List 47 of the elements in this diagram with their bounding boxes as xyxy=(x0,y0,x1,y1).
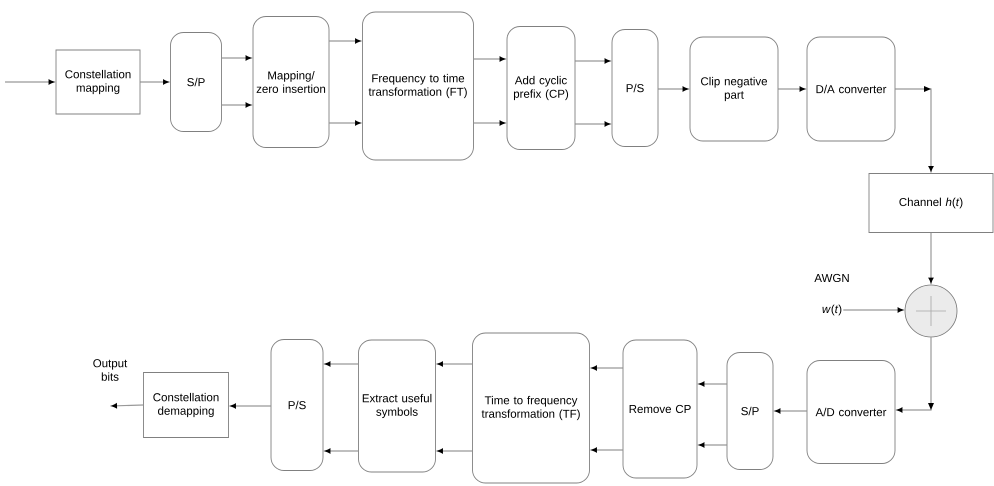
channel-box: Channel h(t) xyxy=(868,173,994,233)
process-box: Clip negative part xyxy=(690,36,778,142)
arrow xyxy=(140,80,168,84)
arrow xyxy=(778,86,805,92)
arrow xyxy=(575,58,610,64)
arrow xyxy=(474,56,505,62)
arrow xyxy=(575,122,610,126)
process-box: S/P xyxy=(170,32,222,132)
arrow xyxy=(895,86,934,172)
process-box: Extract useful symbols xyxy=(358,340,436,472)
signal-label: w(t) xyxy=(822,304,842,316)
process-box: S/P xyxy=(726,352,774,470)
arrow xyxy=(222,102,251,108)
signal-label: AWGN xyxy=(814,274,849,282)
arrow xyxy=(928,232,934,284)
process-box: Constellation demapping xyxy=(143,372,229,438)
signal-label: Output bits xyxy=(93,359,128,381)
process-box: A/D converter xyxy=(806,360,896,464)
arrow xyxy=(230,404,271,408)
arrow xyxy=(438,448,472,454)
arrow xyxy=(325,362,358,366)
arrow xyxy=(5,80,54,84)
arrow xyxy=(699,382,727,386)
arrow xyxy=(897,337,934,412)
process-box: Frequency to time transformation (FT) xyxy=(362,12,474,160)
arrow xyxy=(329,120,360,126)
adder-circle xyxy=(904,284,958,338)
arrow xyxy=(592,448,623,452)
arrow xyxy=(474,120,505,126)
process-box: Time to frequency transformation (TF) xyxy=(472,332,590,484)
process-box: P/S xyxy=(270,339,324,471)
process-box: P/S xyxy=(612,29,658,147)
arrow xyxy=(329,38,360,44)
arrow xyxy=(592,366,623,370)
process-box: Mapping/ zero insertion xyxy=(252,16,330,148)
arrow xyxy=(699,442,727,448)
process-box: Add cyclic prefix (CP) xyxy=(506,26,576,150)
arrow xyxy=(843,308,904,312)
arrow xyxy=(658,86,688,92)
process-box: D/A converter xyxy=(806,36,896,142)
arrow xyxy=(325,448,358,454)
arrow xyxy=(775,408,807,414)
arrow xyxy=(438,362,472,366)
arrow xyxy=(222,56,251,60)
arrow xyxy=(112,403,144,408)
process-box: Constellation mapping xyxy=(56,50,140,114)
process-box: Remove CP xyxy=(622,340,698,478)
